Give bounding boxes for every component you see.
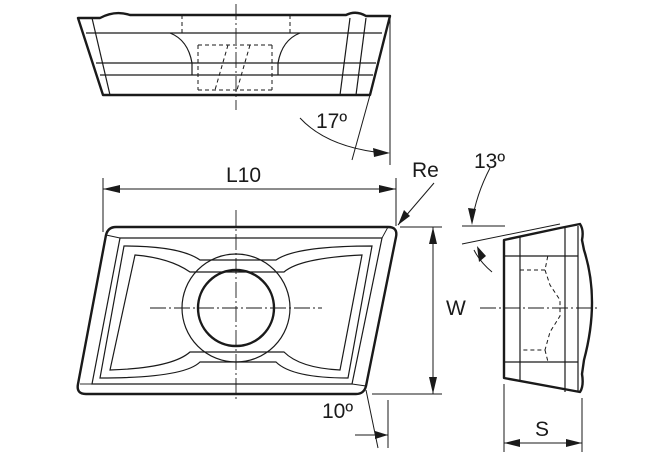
s-arrow-right (566, 439, 582, 447)
insert-facet (109, 254, 363, 371)
top-view-edge (355, 17, 367, 96)
angle-13-arrow-bottom (477, 246, 486, 262)
angle-13-label: 13º (474, 150, 505, 173)
insert-chipbreaker (99, 245, 373, 379)
dimension-l10: L10 (102, 164, 397, 232)
corner-line (381, 226, 389, 239)
top-view-hidden (214, 44, 229, 91)
angle-17-arc (299, 117, 376, 153)
top-view-curve (169, 32, 193, 75)
l10-arrow-left (103, 185, 120, 193)
insert-outline (76, 225, 398, 396)
top-view-curve (277, 32, 301, 75)
radius-callout: Re (397, 159, 439, 226)
angle-10-extension (365, 389, 379, 449)
top-view-hidden (236, 44, 251, 91)
angle-13-extension (461, 223, 561, 245)
angle-10-label: 10º (322, 400, 353, 423)
l10-arrow-right (379, 185, 396, 193)
dimension-w: W (372, 226, 466, 395)
side-view-hidden (520, 254, 561, 363)
top-view-edge (91, 17, 111, 96)
angle-17-extension (351, 94, 371, 161)
w-label: W (446, 297, 466, 320)
angle-17-arrow (373, 148, 390, 157)
top-view: 17º (76, 4, 392, 165)
angle-13-arc (473, 249, 493, 273)
w-arrow-bottom (429, 377, 437, 394)
top-view-edge (339, 17, 351, 96)
angle-13-callout: 13º (461, 150, 561, 273)
re-label: Re (412, 159, 439, 182)
l10-label: L10 (226, 164, 261, 187)
angle-13-arrow-top (468, 208, 476, 225)
top-view-outline (76, 11, 392, 97)
w-arrow-top (429, 227, 437, 244)
re-arrow (398, 210, 410, 225)
s-arrow-left (504, 439, 520, 447)
corner-line (351, 383, 367, 387)
angle-10-arrow (375, 431, 388, 439)
side-view (480, 222, 600, 394)
side-view-outline (502, 222, 594, 394)
angle-10-callout: 10º (322, 389, 389, 449)
dimension-s: S (503, 384, 583, 452)
s-label: S (535, 418, 549, 441)
angle-17-label: 17º (316, 110, 347, 133)
front-view (76, 210, 398, 400)
corner-line (105, 234, 121, 239)
